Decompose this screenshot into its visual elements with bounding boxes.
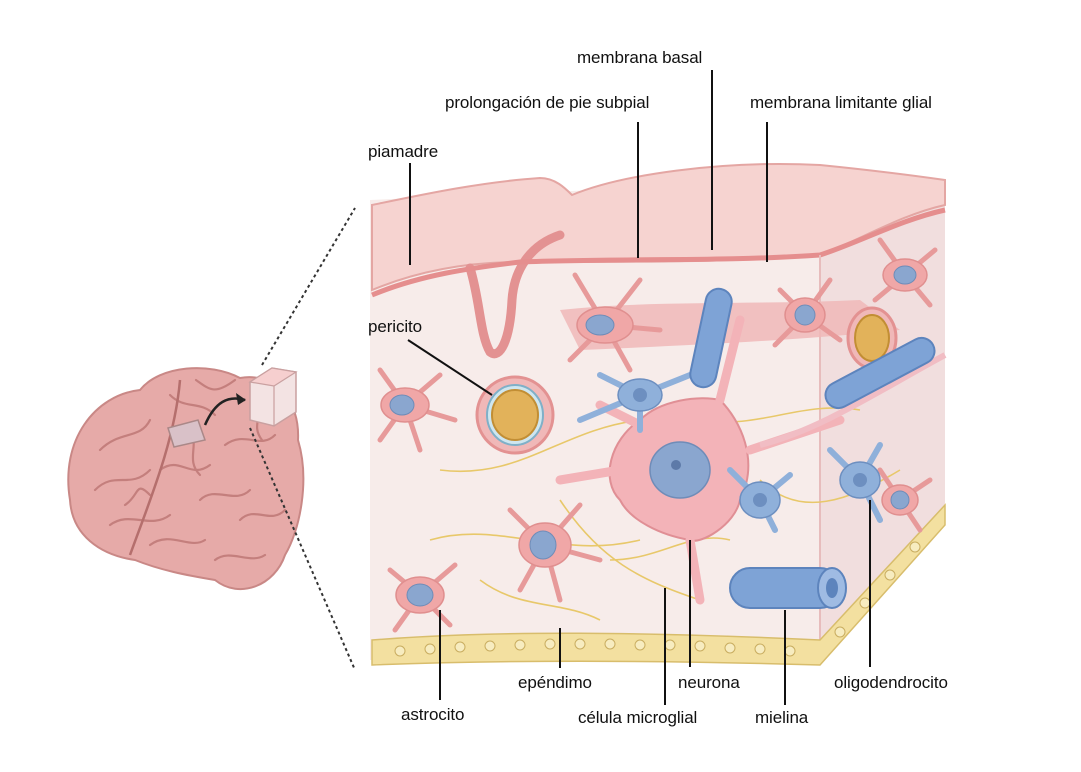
astrocytes: [377, 237, 938, 633]
myelin-segments: [689, 287, 936, 609]
label-prolongacion-pie-subpial: prolongación de pie subpial: [445, 93, 650, 112]
label-astrocito: astrocito: [401, 705, 465, 724]
label-membrana-limitante-glial: membrana limitante glial: [750, 93, 932, 112]
neuron: [555, 315, 947, 605]
label-mielina: mielina: [755, 708, 809, 727]
label-pericito: pericito: [368, 317, 423, 336]
label-celula-microglial: célula microglial: [578, 708, 698, 727]
leader-lines: [407, 70, 871, 705]
label-oligodendrocito: oligodendrocito: [834, 673, 948, 692]
label-neurona: neurona: [678, 673, 740, 692]
brain-illustration: [67, 207, 356, 671]
label-membrana-basal: membrana basal: [577, 48, 703, 67]
blue-glia: [577, 372, 883, 533]
label-ependimo: epéndimo: [518, 673, 592, 692]
blood-vessels: [475, 306, 898, 455]
label-piamadre: piamadre: [368, 142, 439, 161]
